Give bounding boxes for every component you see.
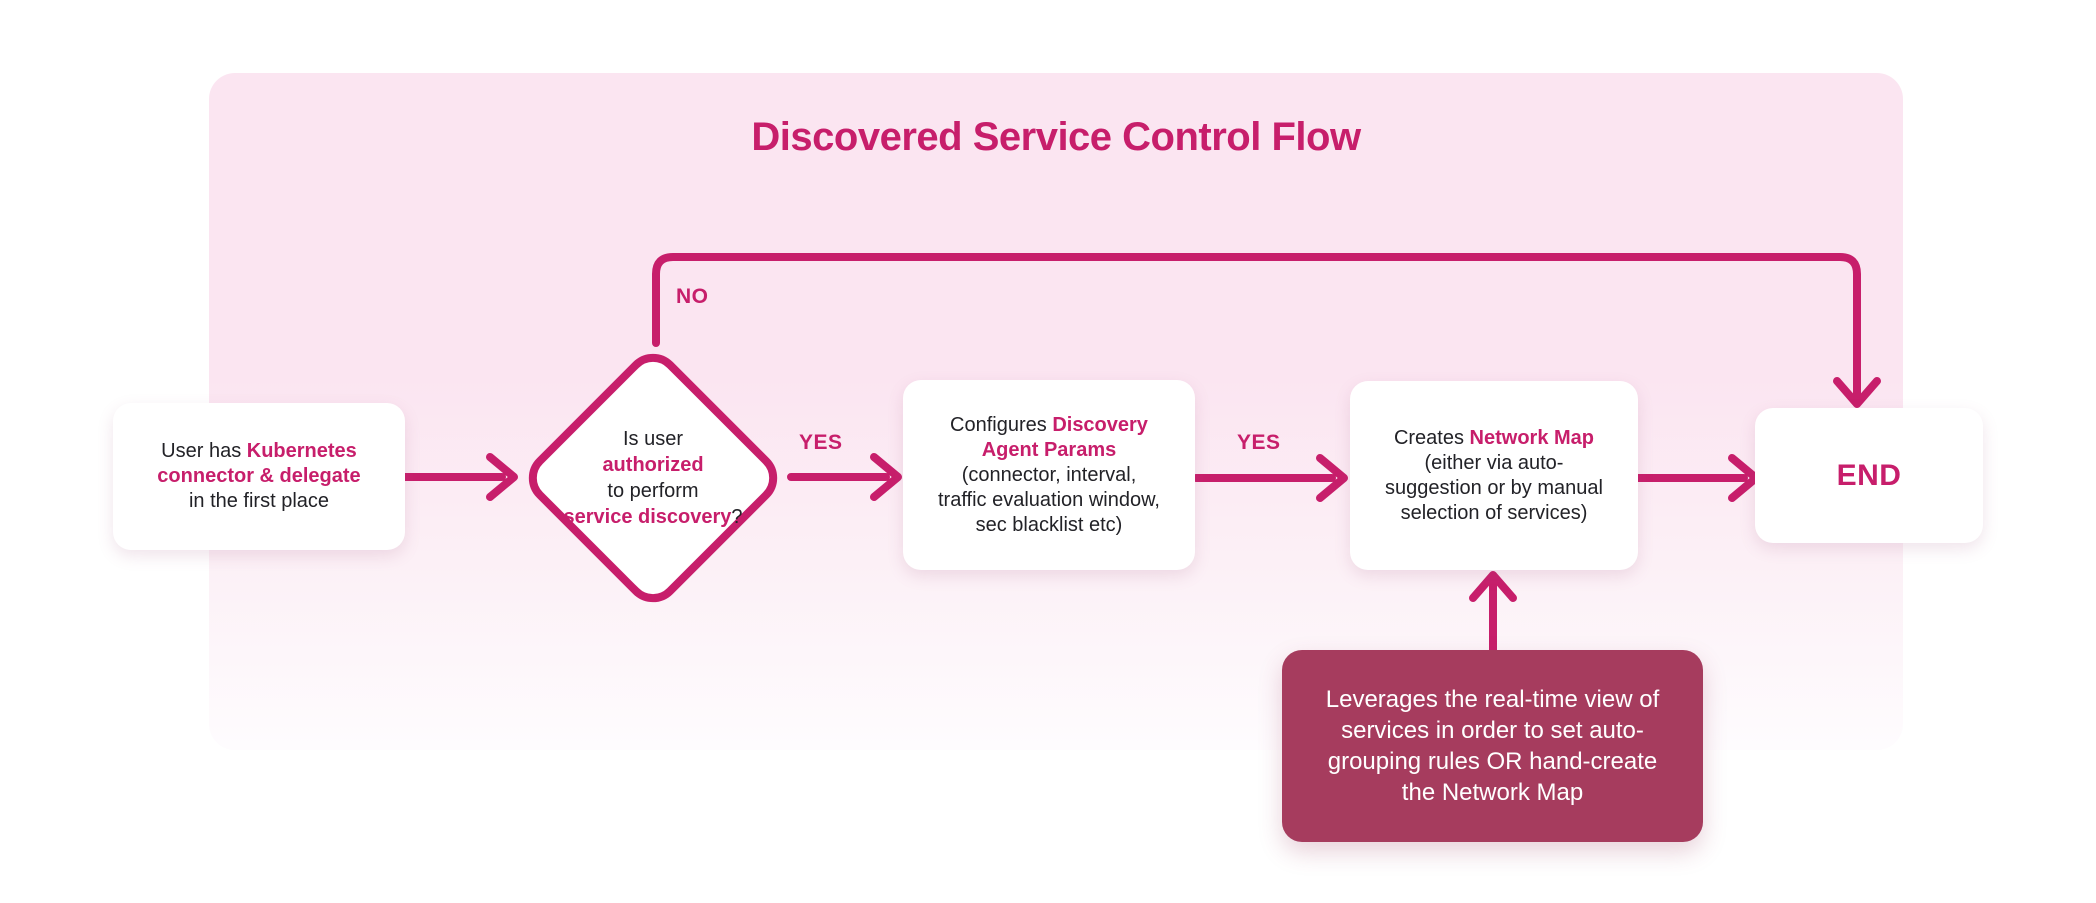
node-end: END: [1755, 408, 1983, 543]
node-create-network-map: Creates Network Map (either via auto- su…: [1350, 381, 1638, 570]
decision-diamond-text: Is user authorized to perform service di…: [563, 428, 743, 528]
note-text: Leverages the real-time view of services…: [1325, 686, 1660, 806]
node-configure-discovery-agent: Configures Discovery Agent Params (conne…: [903, 380, 1195, 570]
diagram-title: Discovered Service Control Flow: [751, 115, 1361, 159]
edge-label-yes-2: YES: [1237, 431, 1281, 454]
node-create-map-text: Creates Network Map (either via auto- su…: [1385, 426, 1603, 524]
note-leverages-realtime-view: Leverages the real-time view of services…: [1282, 650, 1703, 842]
node-end-label: END: [1836, 459, 1902, 492]
node-start-text: User has Kubernetes connector & delegate…: [157, 440, 361, 512]
node-start-kubernetes-connector: User has Kubernetes connector & delegate…: [113, 403, 405, 550]
edge-label-no: NO: [676, 285, 709, 308]
edge-label-yes-1: YES: [799, 431, 843, 454]
node-configure-text: Configures Discovery Agent Params (conne…: [938, 413, 1160, 536]
